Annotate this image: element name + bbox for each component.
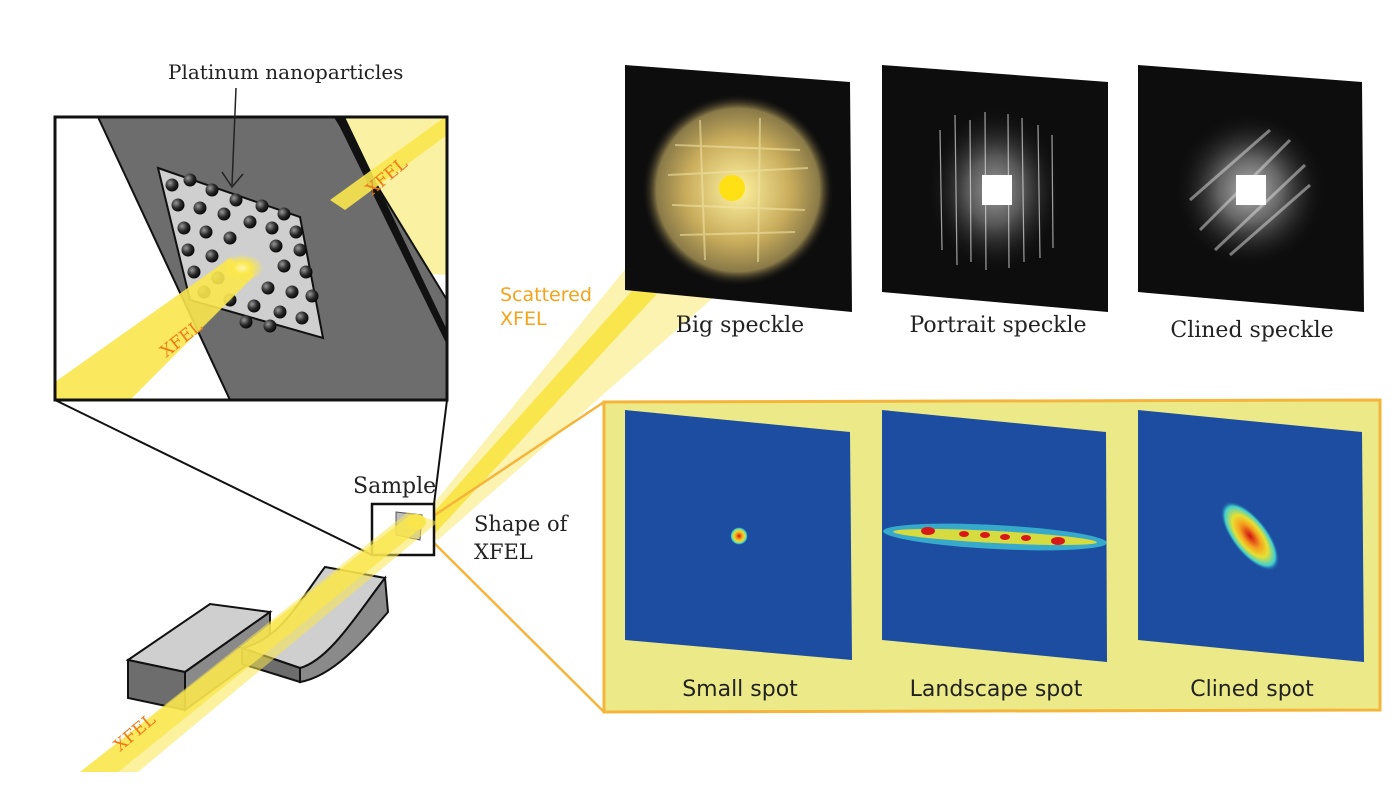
platinum-nanoparticles [165, 173, 319, 333]
nanoparticle [277, 259, 291, 273]
shape-label-line2: XFEL [474, 540, 533, 564]
scattered-label-line2: XFEL [500, 308, 547, 330]
nanoparticle [269, 239, 283, 253]
nanoparticle [265, 221, 279, 235]
nanoparticle [273, 305, 287, 319]
spot-panel-small [625, 410, 852, 660]
speckle-panel-big [625, 65, 852, 312]
nanoparticle [255, 199, 269, 213]
nanoparticle [181, 243, 195, 257]
caption-big-speckle: Big speckle [675, 313, 805, 338]
nanoparticles-pointer-line [231, 87, 237, 186]
nanoparticle [187, 265, 201, 279]
nanoparticle [223, 231, 237, 245]
sample-label: Sample [353, 474, 437, 499]
nanoparticle [183, 173, 197, 187]
scattered-label-line1: Scattered [500, 284, 592, 306]
nanoparticle [295, 311, 309, 325]
shape-of-xfel-label: Shape of XFEL [474, 510, 567, 566]
nanoparticle [193, 201, 207, 215]
zoom-line-to-spot-top [422, 400, 605, 525]
nanoparticle [277, 207, 291, 221]
zoom-line-to-spot-bottom [422, 531, 605, 713]
nanoparticle [261, 281, 275, 295]
nanoparticle [205, 183, 219, 197]
nanoparticle [217, 207, 231, 221]
nanoparticle [205, 249, 219, 263]
nanoparticle [285, 285, 299, 299]
sample-inset-frame [53, 115, 449, 402]
nanoparticles-pointer-arrowhead [221, 171, 244, 189]
nanoparticle [289, 225, 303, 239]
source-beam [80, 515, 425, 772]
sample-inset [55, 117, 447, 400]
sample-glow [406, 514, 426, 530]
nanoparticle [171, 198, 185, 212]
shape-label-line1: Shape of [474, 512, 568, 536]
scattered-xfel-label: Scattered XFEL [500, 283, 592, 331]
caption-small-spot: Small spot [682, 677, 798, 702]
nanoparticle [299, 265, 313, 279]
nanoparticle [239, 315, 253, 329]
nanoparticle [263, 319, 277, 333]
scattered-beam-core [415, 215, 718, 541]
caption-clined-spot: Clined spot [1190, 677, 1314, 702]
caption-clined-speckle: Clined speckle [1170, 318, 1334, 343]
nanoparticle [305, 289, 319, 303]
nanoparticle [165, 178, 179, 192]
speckle-panel-clined [1138, 65, 1364, 312]
nanoparticles-label: Platinum nanoparticles [168, 60, 404, 84]
nanoparticle [247, 299, 261, 313]
nanoparticle [177, 221, 191, 235]
spot-panel-clined [1138, 410, 1364, 662]
speckle-panel-portrait [882, 65, 1108, 312]
nanoparticle [243, 215, 257, 229]
caption-portrait-speckle: Portrait speckle [909, 313, 1087, 338]
nanoparticle [229, 193, 243, 207]
nanoparticle [199, 225, 213, 239]
spot-panel-landscape [882, 410, 1107, 662]
nanoparticle [293, 243, 307, 257]
caption-landscape-spot: Landscape spot [909, 677, 1083, 702]
zoom-line-inset-left [54, 399, 373, 556]
zoom-line-inset-right [433, 399, 448, 505]
